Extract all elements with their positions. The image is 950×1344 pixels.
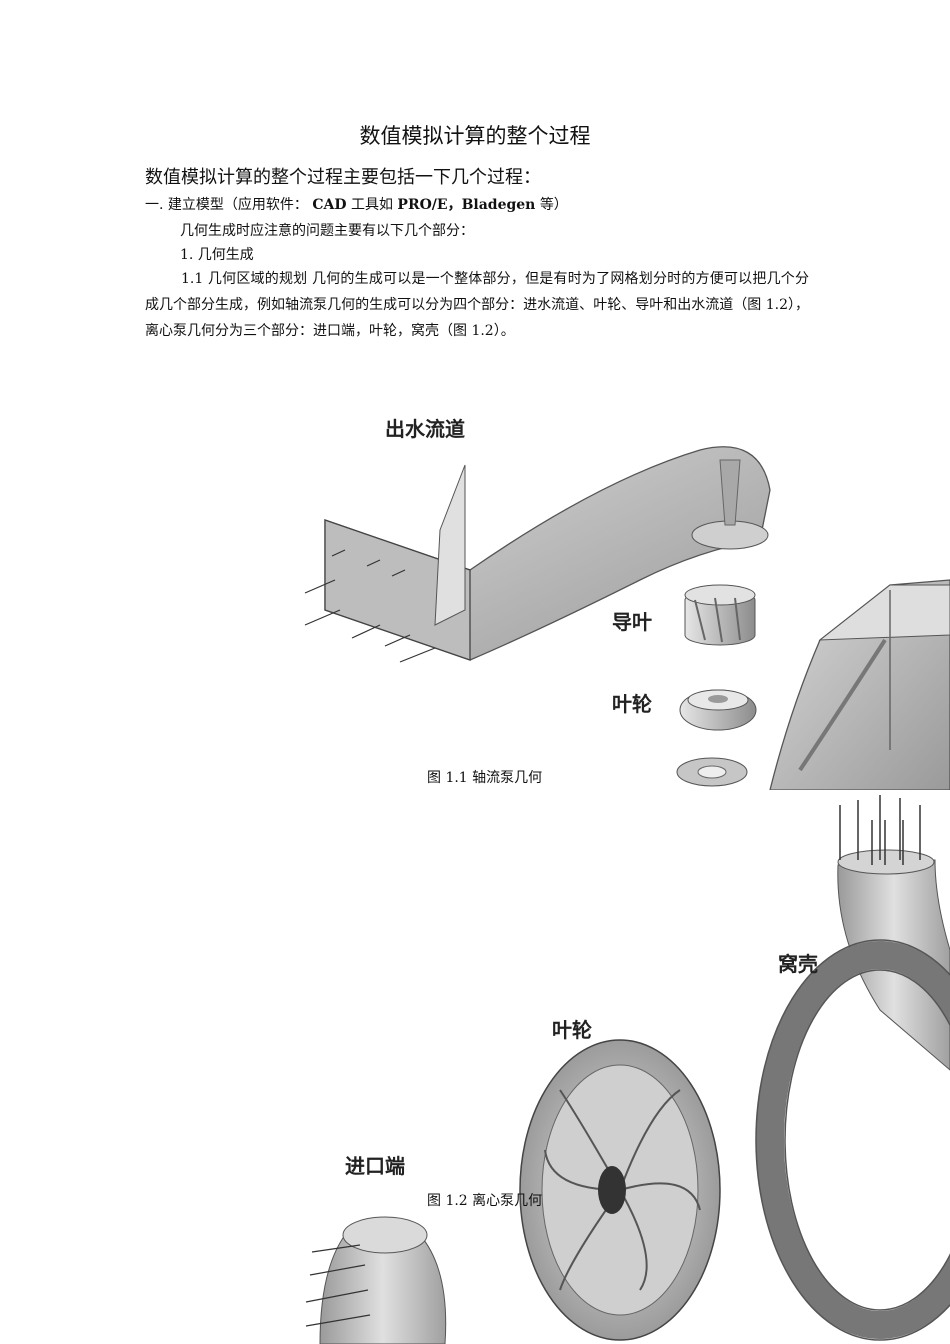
label-inlet-end: 进口端 [345, 1154, 405, 1178]
label-guide-vane: 导叶 [612, 610, 652, 634]
page-title: 数值模拟计算的整个过程 [359, 124, 591, 148]
label-impeller-2: 叶轮 [552, 1018, 592, 1042]
axial-pump-figure [304, 446, 950, 790]
impeller-shape [679, 689, 757, 731]
guide-vane-shape [684, 584, 756, 646]
figure-2-caption: 图 1.2 离心泵几何 [427, 1193, 543, 1209]
label-impeller-1: 叶轮 [612, 692, 652, 716]
item-1-heading: 1. 几何生成 [180, 247, 254, 263]
step-1-heading: 一. 建立模型（应用软件： CAD 工具如 PRO/E，Bladegen 等） [145, 197, 568, 213]
centrifugal-pump-figure [305, 795, 950, 1344]
label-volute: 窝壳 [778, 952, 818, 976]
centrifugal-impeller-shape [519, 1039, 721, 1341]
inlet-end-shape [305, 1216, 447, 1344]
note-text: 几何生成时应注意的问题主要有以下几个部分： [180, 223, 474, 239]
figure-1-caption: 图 1.1 轴流泵几何 [427, 770, 543, 786]
intro-text: 数值模拟计算的整个过程主要包括一下几个过程： [145, 167, 541, 188]
paragraph-1-1: 1.1 几何区域的规划 几何的生成可以是一个整体部分，但是有时为了网格划分时的方… [145, 271, 809, 339]
label-outlet-duct: 出水流道 [385, 417, 465, 441]
